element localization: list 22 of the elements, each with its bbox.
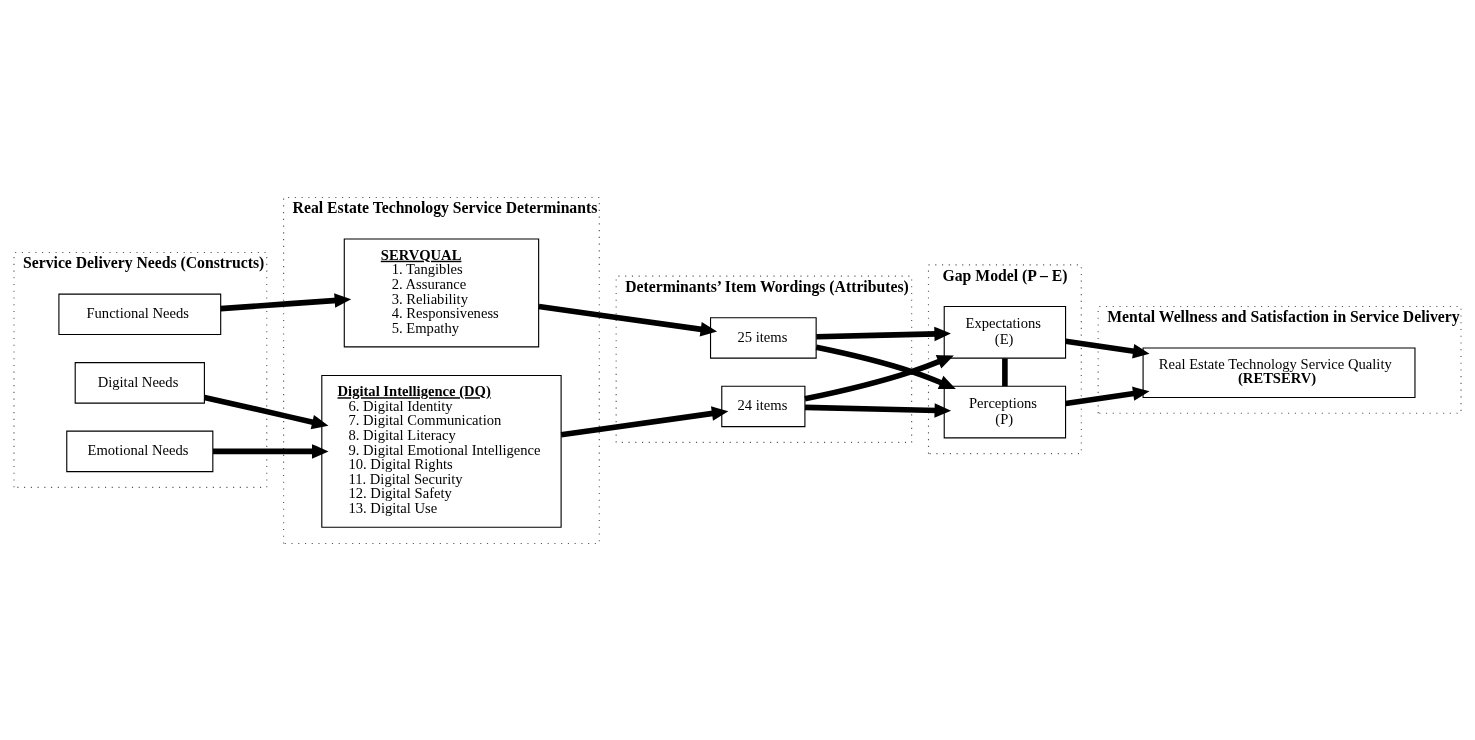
arrow	[816, 326, 951, 341]
node-box: SERVQUAL 1. Tangibles 2. Assurance 3. Reliability 4. Responsiveness 5. Empathy	[343, 238, 540, 347]
arrow	[220, 292, 352, 311]
node-box: Functional Needs	[58, 293, 222, 335]
node-box: Digital Intelligence (DQ) 6. Digital Identity 7. Digital Communication 8. Digital Literacy 9. Digital Emotional Intelligence 10. Digital Rights 11. Digital Security 12. Digital Safety 13. Digital Use	[321, 374, 562, 528]
arrow	[213, 443, 329, 459]
node-box: Perceptions (P)	[943, 385, 1067, 438]
arrow	[560, 405, 729, 437]
node-box: 25 items	[710, 316, 817, 359]
node-box: Digital Needs	[74, 361, 205, 404]
arrow	[203, 394, 329, 429]
arrow	[805, 402, 952, 418]
arrow	[1065, 386, 1150, 406]
arrow	[815, 344, 956, 389]
node-box: Emotional Needs	[66, 430, 214, 472]
arrow	[538, 303, 718, 336]
node-box: Real Estate Technology Service Quality (RETSERV)	[1142, 346, 1416, 398]
connector	[1002, 357, 1008, 386]
arrow	[804, 354, 954, 402]
node-box: 24 items	[721, 385, 806, 427]
arrow	[1065, 337, 1150, 358]
node-box: Expectations (E)	[943, 305, 1067, 359]
